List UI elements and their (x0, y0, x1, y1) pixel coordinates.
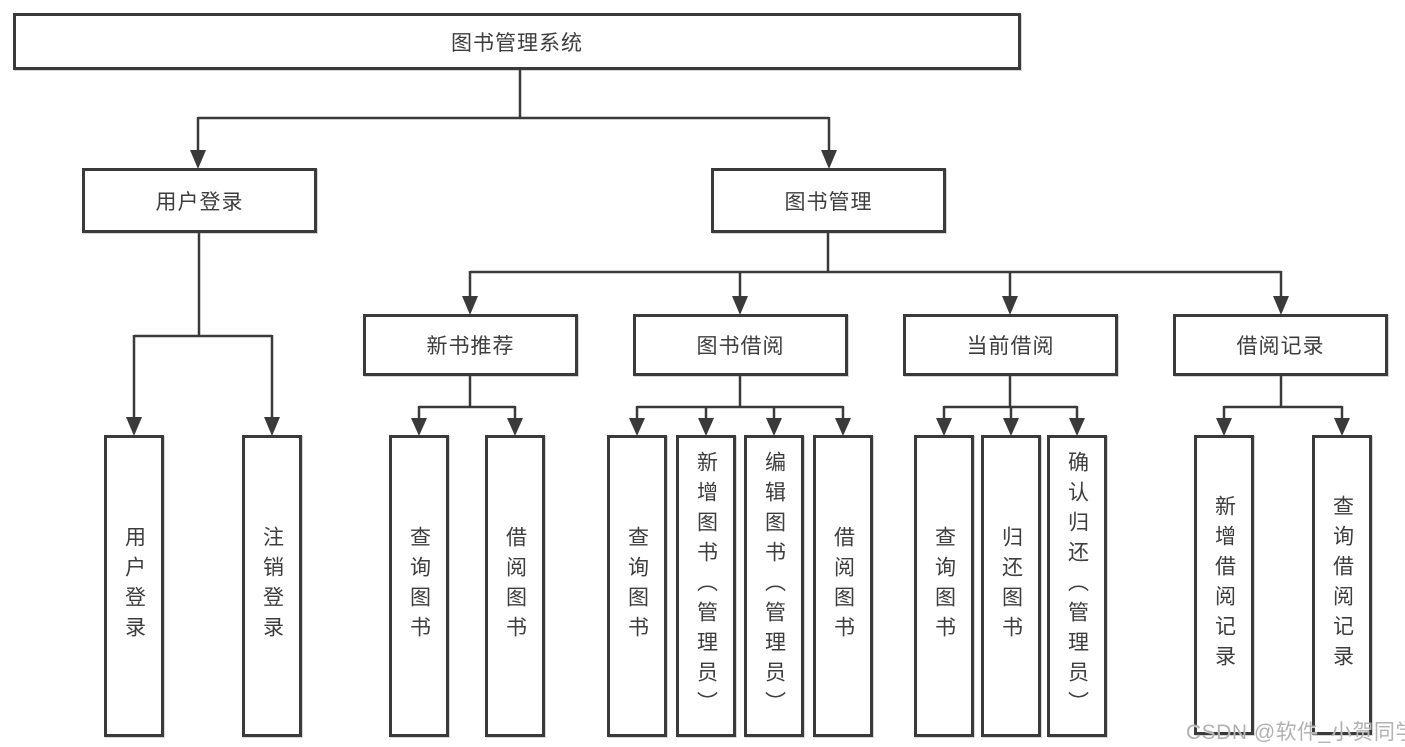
leaf-user-login: 用户登录 (104, 435, 164, 737)
connector-current-borrow (942, 376, 1079, 421)
leaf-query-borrow-record: 查询借阅记录 (1312, 435, 1372, 735)
csdn-watermark: CSDN @软件_小贺同学 (1186, 721, 1405, 744)
connector-user-login (132, 233, 274, 420)
leaf-edit-book-admin: 编辑图书（管理员） (744, 435, 804, 737)
connector-book-management (468, 233, 1283, 299)
node-library-system: 图书管理系统 (13, 13, 1021, 70)
leaf-query-books-recommend: 查询图书 (389, 435, 449, 737)
connector-borrow-records (1222, 376, 1344, 421)
arrowheads (126, 150, 1350, 436)
leaf-borrow-books-recommend: 借阅图书 (485, 435, 545, 737)
connector-new-book-recommend (417, 376, 517, 421)
leaf-return-book: 归还图书 (981, 435, 1041, 737)
node-book-management: 图书管理 (711, 168, 946, 233)
node-borrow-records: 借阅记录 (1173, 314, 1388, 376)
node-new-book-recommend: 新书推荐 (363, 314, 578, 376)
leaf-borrow-books: 借阅图书 (813, 435, 873, 737)
node-book-borrow: 图书借阅 (633, 314, 848, 376)
connector-book-borrow (635, 376, 845, 421)
leaf-add-borrow-record: 新增借阅记录 (1194, 435, 1254, 735)
leaf-confirm-return-admin: 确认归还（管理员） (1047, 435, 1107, 737)
leaf-query-books-current: 查询图书 (914, 435, 974, 737)
connector-root (196, 70, 831, 152)
leaf-query-books-borrow: 查询图书 (607, 435, 667, 737)
leaf-logout: 注销登录 (242, 435, 302, 737)
node-user-login: 用户登录 (82, 168, 317, 233)
leaf-add-book-admin: 新增图书（管理员） (676, 435, 736, 737)
node-current-borrow: 当前借阅 (903, 314, 1118, 376)
